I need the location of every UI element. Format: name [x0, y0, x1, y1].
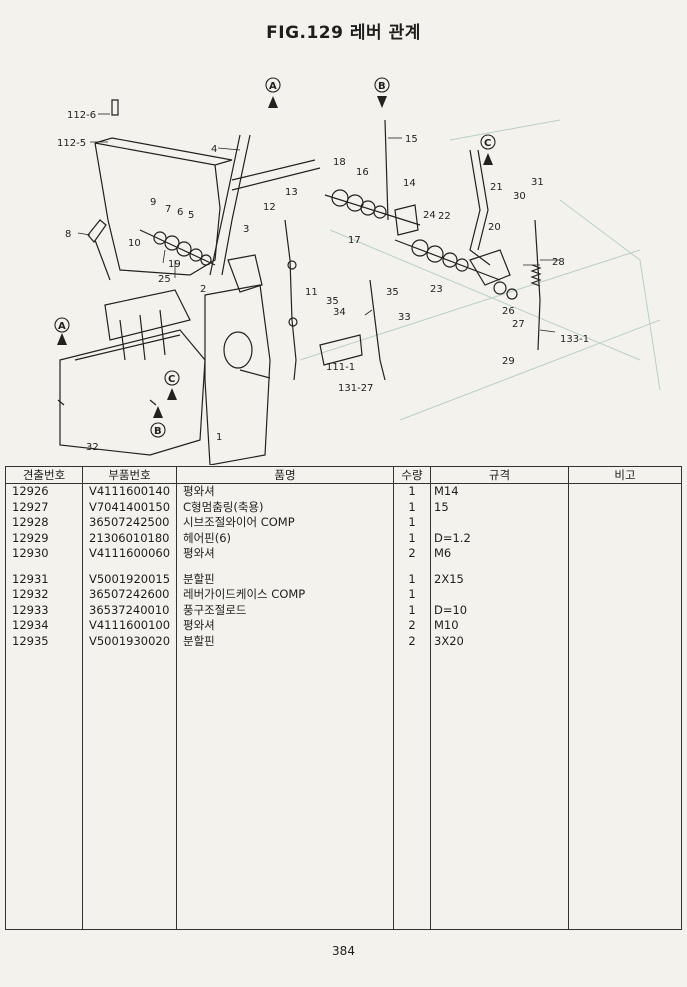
callout-15: 15	[405, 134, 418, 145]
marker-C: C	[484, 138, 491, 149]
callout-3: 3	[243, 224, 249, 235]
callout-13: 13	[285, 187, 298, 198]
callout-35: 35	[326, 296, 339, 307]
diagram-svg: A B C A C B 112-6 112-5 4 3 2 1 5 6 7 8 …	[54, 77, 661, 465]
direction-markers	[54, 77, 496, 438]
bleed-through-lines	[299, 119, 661, 421]
callout-32: 32	[86, 442, 99, 453]
callout-33: 33	[398, 312, 411, 323]
callout-11: 11	[305, 287, 318, 298]
callout-26: 26	[502, 306, 515, 317]
callout-27: 27	[512, 319, 525, 330]
col-header-qty: 수량	[393, 466, 431, 484]
table-empty-area	[5, 649, 682, 930]
callout-133-1: 133-1	[560, 334, 589, 345]
callout-labels: 112-6 112-5 4 3 2 1 5 6 7 8 9 10 19 25 3…	[57, 110, 589, 453]
callout-112-5: 112-5	[57, 138, 86, 149]
callout-10: 10	[128, 238, 141, 249]
marker-B: B	[378, 81, 386, 92]
callout-6: 6	[177, 207, 183, 218]
callout-28: 28	[552, 257, 565, 268]
callout-7: 7	[165, 204, 171, 215]
callout-20: 20	[488, 222, 501, 233]
callout-19: 19	[168, 259, 181, 270]
callout-18: 18	[333, 157, 346, 168]
callout-12: 12	[263, 202, 276, 213]
callout-31: 31	[531, 177, 544, 188]
exploded-parts-diagram: A B C A C B 112-6 112-5 4 3 2 1 5 6 7 8 …	[0, 60, 687, 465]
callout-9: 9	[150, 197, 156, 208]
table-spacer-row	[5, 561, 682, 572]
col-header-name: 품명	[176, 466, 394, 484]
callout-34: 34	[333, 307, 346, 318]
direction-labels: A B C A C B	[58, 81, 491, 437]
marker-B-lower: B	[154, 426, 162, 437]
diagram-linework	[57, 99, 542, 465]
callout-25: 25	[158, 274, 171, 285]
col-header-part-no: 부품번호	[82, 466, 177, 484]
callout-4: 4	[211, 144, 217, 155]
callout-8: 8	[65, 229, 71, 240]
callout-30: 30	[513, 191, 526, 202]
figure-title: FIG.129 레버 관계	[266, 23, 421, 43]
callout-14: 14	[403, 178, 416, 189]
callout-22: 22	[438, 211, 451, 222]
callout-131-27: 131-27	[338, 383, 373, 394]
callout-112-6: 112-6	[67, 110, 96, 121]
callout-17: 17	[348, 235, 361, 246]
marker-A-lower: A	[58, 321, 66, 332]
callout-leaders	[77, 113, 560, 333]
callout-1: 1	[216, 432, 222, 443]
callout-2: 2	[200, 284, 206, 295]
callout-29: 29	[502, 356, 515, 367]
callout-16: 16	[356, 167, 369, 178]
marker-A: A	[269, 81, 277, 92]
callout-35-b: 35	[386, 287, 399, 298]
callout-21: 21	[490, 182, 503, 193]
col-header-item-no: 견출번호	[5, 466, 83, 484]
callout-111-1: 111-1	[326, 362, 355, 373]
table-header-row: 견출번호 부품번호 품명 수량 규격 비고	[5, 466, 682, 484]
marker-C-lower: C	[168, 374, 175, 385]
col-header-spec: 규격	[430, 466, 569, 484]
direction-arrows	[57, 96, 493, 418]
callout-23: 23	[430, 284, 443, 295]
col-header-note: 비고	[568, 466, 682, 484]
callout-24: 24	[423, 210, 436, 221]
page-number: 384	[332, 944, 355, 958]
callout-5: 5	[188, 210, 194, 221]
